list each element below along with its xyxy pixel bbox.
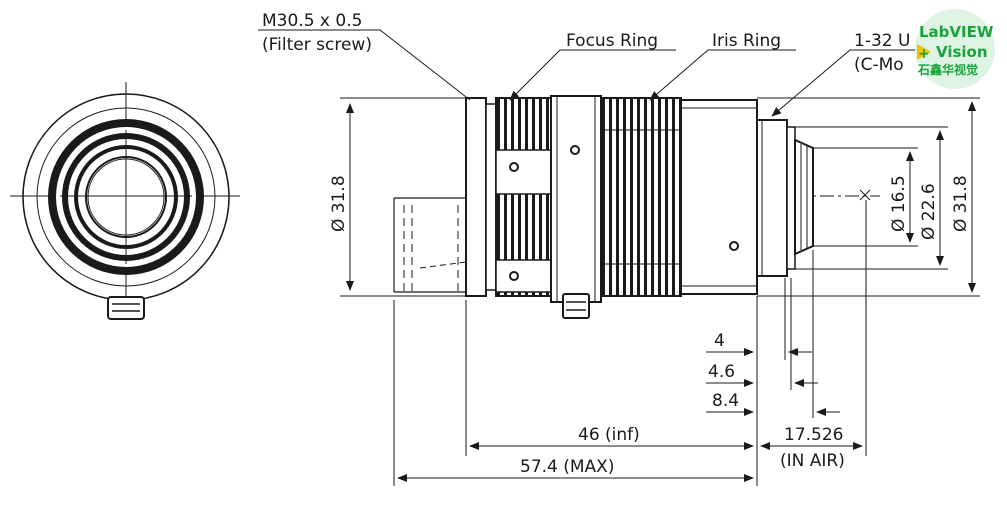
filter-ring	[465, 97, 487, 297]
mount-depth-dimensions	[706, 200, 867, 456]
focus-ring-label: Focus Ring	[566, 31, 658, 51]
mount-depth-8-4-label: 8.4	[712, 391, 739, 411]
logo-line-3: 石鑫华视觉	[917, 62, 978, 77]
mount-type-note: (C-Mo	[854, 55, 904, 75]
labview-vision-logo: LabVIEW + Vision 石鑫华视觉	[909, 8, 1001, 90]
front-diameter-label: Ø 31.8	[329, 175, 349, 232]
rear-body	[680, 99, 758, 295]
mount-depth-4-label: 4	[714, 331, 725, 351]
diameter-dimensions	[340, 97, 980, 297]
middle-barrel	[550, 95, 602, 319]
filter-screw-note: (Filter screw)	[262, 35, 372, 55]
filter-thread-label: M30.5 x 0.5	[262, 11, 362, 31]
logo-badge	[915, 9, 995, 89]
rear-diameter-small-label: Ø 16.5	[889, 175, 909, 232]
mount-depth-4-6-label: 4.6	[708, 362, 735, 382]
flange-back-label: 17.526	[784, 425, 843, 445]
front-view	[10, 82, 240, 320]
mount-thread-label: 1-32 U	[854, 31, 910, 51]
side-view	[393, 95, 880, 319]
front-extension-outline	[393, 197, 467, 293]
length-inf-label: 46 (inf)	[578, 425, 640, 445]
logo-line-1: LabVIEW	[919, 23, 994, 41]
callout-leaders	[258, 29, 918, 117]
length-max-label: 57.4 (MAX)	[520, 457, 614, 477]
length-dimensions	[393, 300, 863, 486]
logo-play-icon	[917, 44, 931, 60]
logo-line-2: Vision	[936, 43, 988, 61]
focus-ring	[495, 97, 552, 297]
rear-diameter-mid-label: Ø 22.6	[919, 183, 939, 240]
rear-diameter-outer-label: Ø 31.8	[951, 175, 971, 232]
logo-plus-icon: +	[918, 46, 930, 62]
flange-back-note: (IN AIR)	[780, 451, 845, 471]
iris-ring-label: Iris Ring	[712, 31, 781, 51]
iris-ring	[600, 97, 682, 297]
